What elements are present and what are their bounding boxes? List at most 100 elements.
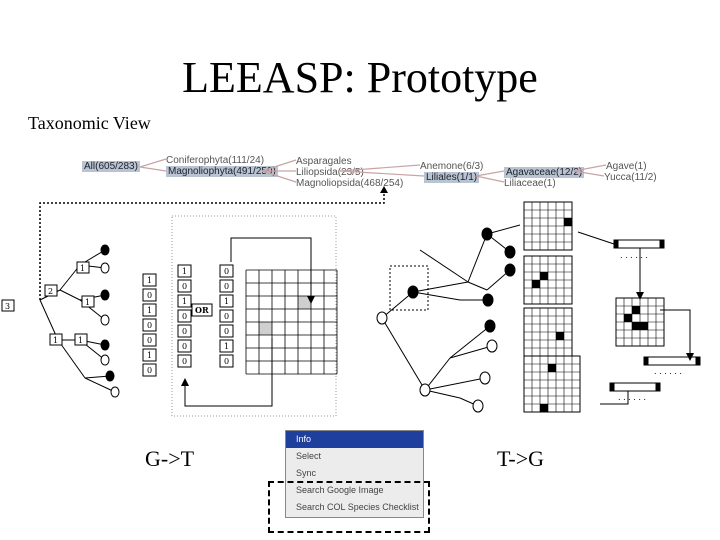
tree-number: 2 — [48, 287, 53, 296]
tree-number: 3 — [5, 302, 10, 311]
tax-node-all[interactable]: All(605/283) — [82, 161, 140, 172]
mini-grid-cell — [540, 272, 548, 280]
dots-label: . . . . . . — [618, 393, 646, 402]
tax-node-magnoliophyta[interactable]: Magnoliophyta(491/259) — [166, 166, 278, 177]
tree-node — [376, 311, 388, 325]
tax-node-yucca[interactable]: Yucca(11/2) — [604, 172, 657, 183]
menu-highlight-box — [268, 481, 430, 533]
t2g-tree-nodes — [376, 227, 516, 413]
g2t-label: G->T — [145, 446, 195, 471]
vector-cell-value: 0 — [147, 321, 152, 330]
vector-cell-value: 0 — [182, 312, 187, 321]
vector-cell — [177, 264, 192, 278]
vector-cell — [142, 273, 157, 287]
tree-node — [504, 263, 516, 277]
t2g-tree-edges — [381, 224, 521, 407]
vector-cell — [177, 279, 192, 293]
vector-cell — [177, 309, 192, 323]
t2g-result-bars — [609, 239, 701, 392]
vector-cell-value: 0 — [147, 366, 152, 375]
mini-grid-cell — [632, 306, 640, 314]
vector-cell-value: 0 — [224, 267, 229, 276]
tax-node-agave[interactable]: Agave(1) — [606, 161, 647, 172]
vector-cell-value: 0 — [224, 357, 229, 366]
mini-grid-cell — [532, 280, 540, 288]
mini-grid-cell — [556, 332, 564, 340]
vector-cell-value: 0 — [224, 282, 229, 291]
mini-grid-cell — [564, 218, 572, 226]
vector-cell-value: 1 — [224, 297, 229, 306]
tree-number-boxes: 3 2 1 1 1 1 — [1, 261, 95, 346]
vector-cell-value: 0 — [182, 342, 187, 351]
tree-node — [100, 314, 110, 326]
menu-item-sync[interactable]: Sync — [296, 468, 317, 478]
t2g-grids — [523, 201, 665, 413]
tree-node — [100, 354, 110, 366]
vector-cell — [142, 288, 157, 302]
g2t-tree-nodes — [100, 244, 120, 398]
menu-item-select[interactable]: Select — [296, 451, 322, 461]
or-label: OR — [195, 305, 209, 315]
vector-cell — [142, 348, 157, 362]
vector-cell-value: 1 — [147, 351, 152, 360]
dotted-connector — [39, 190, 385, 300]
menu-item-info[interactable]: Info — [286, 431, 423, 448]
tree-node — [486, 339, 498, 353]
tree-node — [481, 227, 493, 241]
section-subtitle: Taxonomic View — [28, 113, 151, 133]
mini-grid-cell — [548, 364, 556, 372]
menu-item-search-col[interactable]: Search COL Species Checklist — [296, 502, 419, 512]
tree-node — [100, 289, 110, 301]
vector-cell — [142, 318, 157, 332]
context-menu: Info Select Sync Search Google Image Sea… — [285, 430, 424, 518]
tax-node-liliaceae[interactable]: Liliaceae(1) — [504, 178, 556, 189]
mini-grid-cell — [540, 404, 548, 412]
tree-node — [407, 285, 419, 299]
dots-label: . . . . . . — [654, 367, 682, 376]
vector-cell-value: 0 — [147, 336, 152, 345]
vector-cell — [219, 309, 234, 323]
tree-node — [484, 319, 496, 333]
tax-node-anemone[interactable]: Anemone(6/3) — [420, 161, 484, 172]
vector-cell — [142, 363, 157, 377]
t2g-label: T->G — [497, 446, 545, 471]
tree-node — [100, 244, 110, 256]
tax-node-liliales[interactable]: Liliales(1/1) — [424, 172, 480, 183]
g2t-frame — [171, 215, 337, 417]
tax-node-magnoliopsida[interactable]: Magnoliopsida(468/254) — [296, 178, 404, 189]
vector-cell — [219, 339, 234, 353]
grid-highlight-cell — [259, 322, 272, 335]
vector-cell-value: 0 — [182, 282, 187, 291]
vector-cell-value: 1 — [224, 342, 229, 351]
vector-cell — [177, 354, 192, 368]
vector-cell-value: 1 — [182, 297, 187, 306]
tree-node — [110, 386, 120, 398]
tree-node — [482, 293, 494, 307]
vector-cell — [142, 303, 157, 317]
tax-node-liliopsida[interactable]: Liliopsida(23/5) — [296, 167, 364, 178]
mini-grid-cell — [624, 314, 632, 322]
tree-number: 1 — [85, 298, 90, 307]
vector-cell — [142, 333, 157, 347]
vector-cell-value: 0 — [224, 327, 229, 336]
tree-node — [419, 383, 431, 397]
tax-node-coniferophyta[interactable]: Coniferophyta(111/24) — [166, 155, 265, 166]
dots-label: . . . . . . — [620, 251, 648, 260]
menu-item-search-google-image[interactable]: Search Google Image — [296, 485, 384, 495]
vector-cell-value: 0 — [147, 291, 152, 300]
tree-node — [479, 371, 491, 385]
vector-cell-value: 0 — [182, 327, 187, 336]
tax-node-agavaceae[interactable]: Agavaceae(12/2) — [504, 167, 585, 178]
tax-node-asparagales[interactable]: Asparagales — [296, 156, 352, 167]
t2g-selection-box — [389, 265, 429, 311]
vector-cell-value: 1 — [147, 306, 152, 315]
tree-number: 1 — [78, 336, 83, 345]
vector-cell-value: 0 — [182, 357, 187, 366]
vector-cell — [219, 324, 234, 338]
tree-number: 1 — [53, 336, 58, 345]
tree-node — [504, 245, 516, 259]
t2g-arrows — [577, 231, 691, 405]
